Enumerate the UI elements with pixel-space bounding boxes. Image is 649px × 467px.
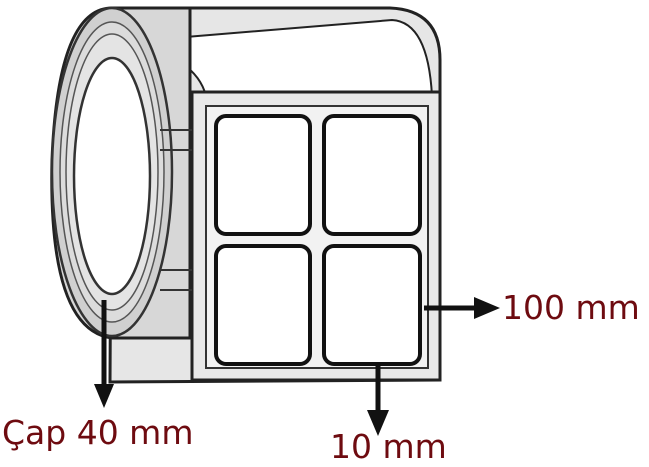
roll-core [72,56,152,296]
width-arrow [424,297,500,319]
label-cell [214,114,312,236]
label-width-label: 100 mm [502,288,640,327]
label-cell [322,244,422,366]
label-cell [214,244,312,366]
height-arrow [367,366,389,436]
core-diameter-arrow [94,300,114,408]
roll-edge-lines [160,129,192,291]
label-grid [214,114,422,366]
label-height-label: 10 mm [330,427,447,466]
label-cell [322,114,422,236]
core-diameter-label: Çap 40 mm [2,413,194,452]
roll-side [50,6,192,340]
